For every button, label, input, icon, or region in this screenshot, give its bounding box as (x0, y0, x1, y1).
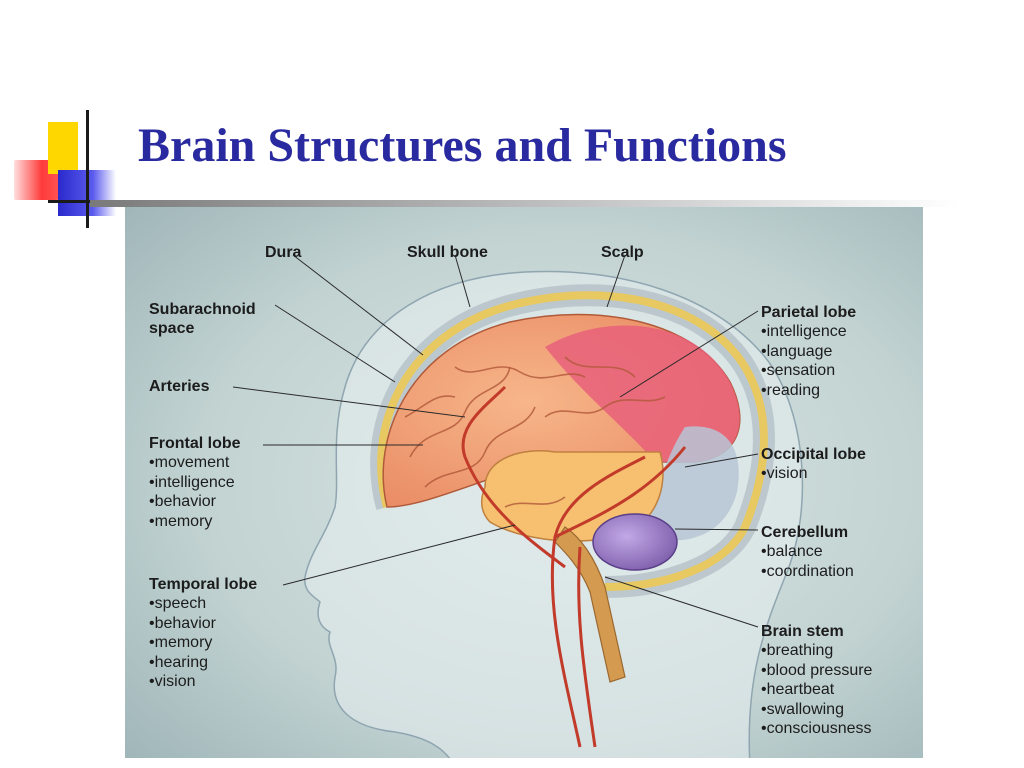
title-underline-rule (90, 200, 960, 207)
label-brain-stem: Brain stem breathing blood pressure hear… (761, 624, 872, 741)
brain-diagram: Dura Skull bone Scalp Subarachnoid space… (125, 207, 923, 758)
label-frontal-lobe-title: Frontal lobe (149, 435, 241, 452)
label-arteries-title: Arteries (149, 378, 210, 395)
skull-bone (377, 291, 768, 591)
frontal-lobe-item: intelligence (149, 474, 241, 491)
leader-lines (232, 254, 759, 628)
brain-stem-item: swallowing (761, 701, 872, 718)
cerebellum-item: coordination (761, 563, 854, 580)
label-cerebellum: Cerebellum balance coordination (761, 525, 854, 583)
temporal-lobe-item: speech (149, 596, 257, 612)
label-frontal-lobe: Frontal lobe movement intelligence behav… (149, 436, 241, 533)
label-occipital-lobe-title: Occipital lobe (761, 446, 866, 463)
label-scalp: Scalp (601, 245, 644, 264)
label-brain-stem-title: Brain stem (761, 623, 844, 640)
label-arteries: Arteries (149, 379, 209, 398)
label-scalp-title: Scalp (601, 244, 644, 261)
label-subarachnoid-line2: space (149, 320, 195, 337)
label-subarachnoid-space: Subarachnoid space (149, 302, 256, 340)
title-decoration-vertical-line (86, 110, 89, 228)
occipital-lobe-item: vision (761, 466, 866, 482)
frontal-lobe-item: behavior (149, 494, 241, 510)
temporal-lobe-item: vision (149, 674, 257, 690)
label-temporal-lobe-title: Temporal lobe (149, 576, 258, 593)
parietal-lobe-item: language (761, 343, 856, 360)
temporal-lobe-item: behavior (149, 615, 257, 632)
label-dura: Dura (265, 245, 301, 264)
title-decoration-yellow (48, 122, 78, 174)
slide-title: Brain Structures and Functions (138, 119, 787, 172)
title-decoration-horizontal-line (48, 200, 126, 203)
occipital-region (645, 426, 739, 541)
cerebellum-item: balance (761, 544, 854, 560)
arteries (461, 385, 687, 748)
label-skull-bone: Skull bone (407, 245, 488, 264)
label-skull-bone-title: Skull bone (407, 244, 488, 261)
temporal-lobe-item: memory (149, 635, 257, 651)
label-temporal-lobe: Temporal lobe speech behavior memory hea… (149, 577, 257, 694)
label-parietal-lobe: Parietal lobe intelligence language sens… (761, 305, 856, 402)
brain-stem (554, 526, 626, 683)
label-dura-title: Dura (265, 244, 302, 261)
brain-stem-item: breathing (761, 643, 872, 659)
parietal-lobe-item: reading (761, 382, 856, 399)
label-subarachnoid-line1: Subarachnoid (149, 301, 256, 318)
brain-stem-item: heartbeat (761, 682, 872, 698)
parietal-lobe-item: intelligence (761, 324, 856, 340)
cerebellum (592, 513, 678, 571)
parietal-lobe-item: sensation (761, 363, 856, 379)
gyri-folds (404, 356, 666, 508)
frontal-lobe-item: movement (149, 455, 241, 471)
frontal-lobe-item: memory (149, 513, 241, 530)
brain-illustration (125, 207, 923, 758)
label-parietal-lobe-title: Parietal lobe (761, 304, 857, 321)
brain-stem-item: blood pressure (761, 662, 873, 679)
brain-stem-item: consciousness (761, 721, 872, 737)
label-occipital-lobe: Occipital lobe vision (761, 447, 866, 486)
temporal-lobe-item: hearing (149, 654, 257, 671)
label-cerebellum-title: Cerebellum (761, 524, 849, 541)
